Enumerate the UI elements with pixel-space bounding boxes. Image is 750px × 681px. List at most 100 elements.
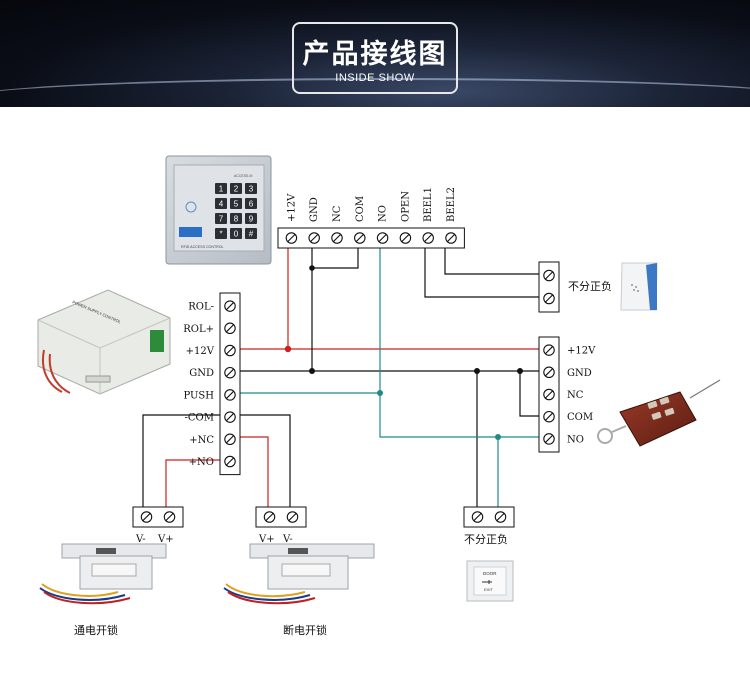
wire-com-left: [142, 414, 240, 510]
psu-screw-6: [224, 433, 236, 446]
controller-screw-2: [331, 232, 343, 244]
keypad-key: [245, 198, 257, 209]
receiver-screw-3: [543, 410, 555, 423]
bell-screw-0: [543, 269, 555, 282]
keypad-key: [215, 228, 227, 239]
keypad-key-label: 1: [219, 185, 224, 194]
keypad-key-label: 0: [234, 230, 239, 239]
controller-screw-6: [422, 232, 434, 244]
exit-nonpolar-label: 不分正负: [464, 532, 508, 546]
psu-label-6: +NC: [189, 435, 214, 446]
wires: [142, 238, 548, 510]
keypad-key: [245, 228, 257, 239]
svg-text:EXIT: EXIT: [484, 587, 493, 592]
exit-screw-1: [494, 511, 507, 523]
lock-left-term-2: V+: [157, 534, 174, 545]
receiver-screw-2: [543, 388, 555, 401]
lock-right-term-2: V-: [282, 534, 293, 545]
keypad-key: [245, 213, 257, 224]
psu-label-7: +NO: [189, 457, 214, 468]
keypad-key-label: *: [219, 230, 222, 239]
svg-text:ACCESS-M: ACCESS-M: [234, 174, 253, 178]
psu-terminal-block: [219, 292, 241, 476]
lock-right-device: [223, 543, 375, 605]
keypad-key: [215, 183, 227, 194]
exit-screw-0: [471, 511, 484, 523]
receiver-screw-4: [543, 433, 555, 445]
keypad-key-label: 2: [234, 185, 239, 194]
psu-label-3: GND: [189, 368, 214, 379]
header-banner: 产品接线图 INSIDE SHOW: [0, 0, 750, 107]
controller-screw-4: [376, 232, 389, 244]
lock-left-term-1: V-: [135, 534, 146, 545]
page-subtitle: INSIDE SHOW: [335, 72, 415, 84]
controller-screw-0: [285, 232, 298, 244]
junction-dots: [284, 265, 523, 440]
receiver-label-2: NC: [567, 390, 584, 401]
lock-right-screw-1: [286, 511, 299, 523]
keypad-key: [245, 183, 257, 194]
wire-bell2: [444, 238, 548, 275]
controller-label-6: BEEL1: [423, 187, 434, 222]
power-supply-device: POWER SUPPLY CONTROL: [37, 289, 171, 395]
bell-terminal-block: [538, 261, 560, 313]
wire-no-red: [165, 459, 240, 510]
lock-right-screw-0: [263, 511, 276, 523]
receiver-terminal-block: [538, 336, 560, 453]
wire-gnd-black: [240, 238, 548, 372]
psu-screw-5: [224, 411, 236, 423]
psu-screw-3: [224, 366, 236, 379]
controller-label-5: OPEN: [400, 191, 411, 222]
lock-right-terminal-block: [255, 506, 307, 528]
svg-text:RFID ACCESS CONTROL: RFID ACCESS CONTROL: [181, 245, 224, 249]
keypad-key-label: 4: [219, 200, 224, 209]
keypad-key: [215, 213, 227, 224]
lock-left-caption: 通电开锁: [74, 623, 118, 637]
receiver-screw-1: [543, 366, 555, 379]
receiver-label-1: GND: [567, 368, 592, 379]
exit-terminal-block: [463, 506, 515, 528]
psu-screw-7: [224, 455, 236, 468]
remote-device: [597, 379, 721, 447]
wire-nc-red: [240, 436, 269, 510]
svg-text:DOOR: DOOR: [483, 571, 497, 576]
wire-no-teal: [379, 238, 548, 438]
psu-label-1: ROL+: [183, 324, 214, 335]
controller-terminal-block: [277, 227, 465, 249]
lock-left-device: [39, 543, 167, 605]
keypad-key: [215, 198, 227, 209]
lock-right-term-1: V+: [258, 534, 275, 545]
keypad-key-label: 6: [249, 200, 254, 209]
keypad-key: [230, 228, 242, 239]
page-title: 产品接线图: [302, 39, 448, 70]
title-box: 产品接线图 INSIDE SHOW: [292, 22, 458, 94]
keypad-key-label: 8: [234, 215, 239, 224]
psu-label-0: ROL-: [188, 302, 214, 313]
banner-light-streak: [0, 78, 750, 107]
psu-screw-1: [224, 322, 236, 335]
keypad-key: [230, 198, 242, 209]
psu-label-5: -COM: [185, 413, 214, 424]
controller-screw-1: [308, 232, 320, 244]
lock-left-terminal-block: [132, 506, 184, 528]
keypad-key-label: 7: [219, 215, 224, 224]
doorbell-device: [620, 262, 658, 311]
controller-label-0: +12V: [286, 193, 297, 222]
keypad-key-label: 5: [234, 200, 239, 209]
keypad-key: [230, 183, 242, 194]
receiver-label-3: COM: [567, 412, 593, 423]
psu-screw-0: [224, 300, 236, 312]
lock-left-screw-0: [140, 511, 153, 523]
receiver-screw-0: [543, 344, 555, 356]
controller-label-7: BEEL2: [446, 187, 457, 222]
bell-screw-1: [543, 292, 555, 305]
psu-label-2: +12V: [186, 346, 215, 357]
controller-screw-3: [354, 232, 366, 244]
controller-label-2: NC: [332, 205, 343, 222]
psu-screw-4: [224, 389, 236, 401]
receiver-label-4: NO: [567, 434, 584, 445]
